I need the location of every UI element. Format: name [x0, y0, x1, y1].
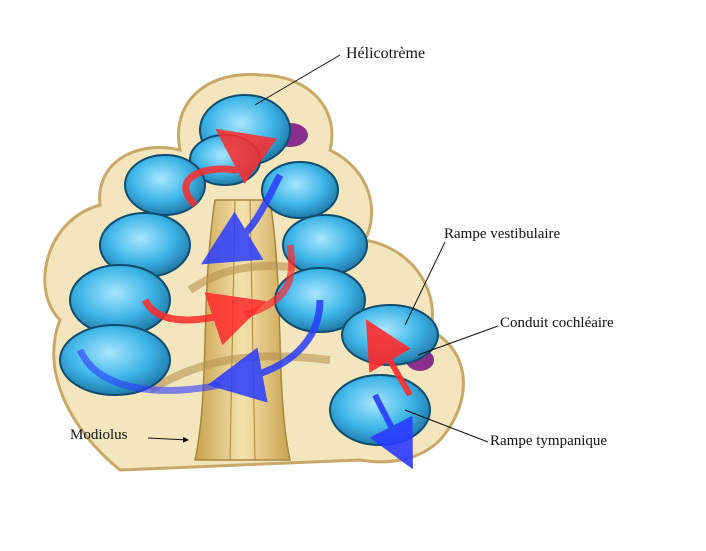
red-arrow-icon [141, 292, 267, 346]
leader-lines [147, 54, 499, 443]
label-conduit-cochleaire: Conduit cochléaire [500, 315, 614, 331]
label-helicotreme: Hélicotrème [346, 45, 426, 62]
label-modiolus: Modiolus [70, 427, 128, 443]
leader-conduit-cochleaire [417, 325, 499, 356]
label-rampe-tympanique: Rampe tympanique [490, 433, 608, 449]
leader-helicotreme [254, 54, 341, 106]
red-arrow-icon [365, 319, 413, 397]
leader-rampe-vestibulaire [404, 241, 446, 326]
blue-arrow-icon [200, 173, 284, 265]
leader-modiolus [147, 436, 189, 443]
flow-arrows [76, 128, 413, 470]
red-arrow-icon [182, 128, 278, 208]
blue-arrow-icon [369, 393, 413, 470]
label-rampe-vestibulaire: Rampe vestibulaire [444, 226, 561, 242]
leader-rampe-tympanique [404, 409, 489, 443]
blue-arrow-icon [207, 299, 324, 403]
